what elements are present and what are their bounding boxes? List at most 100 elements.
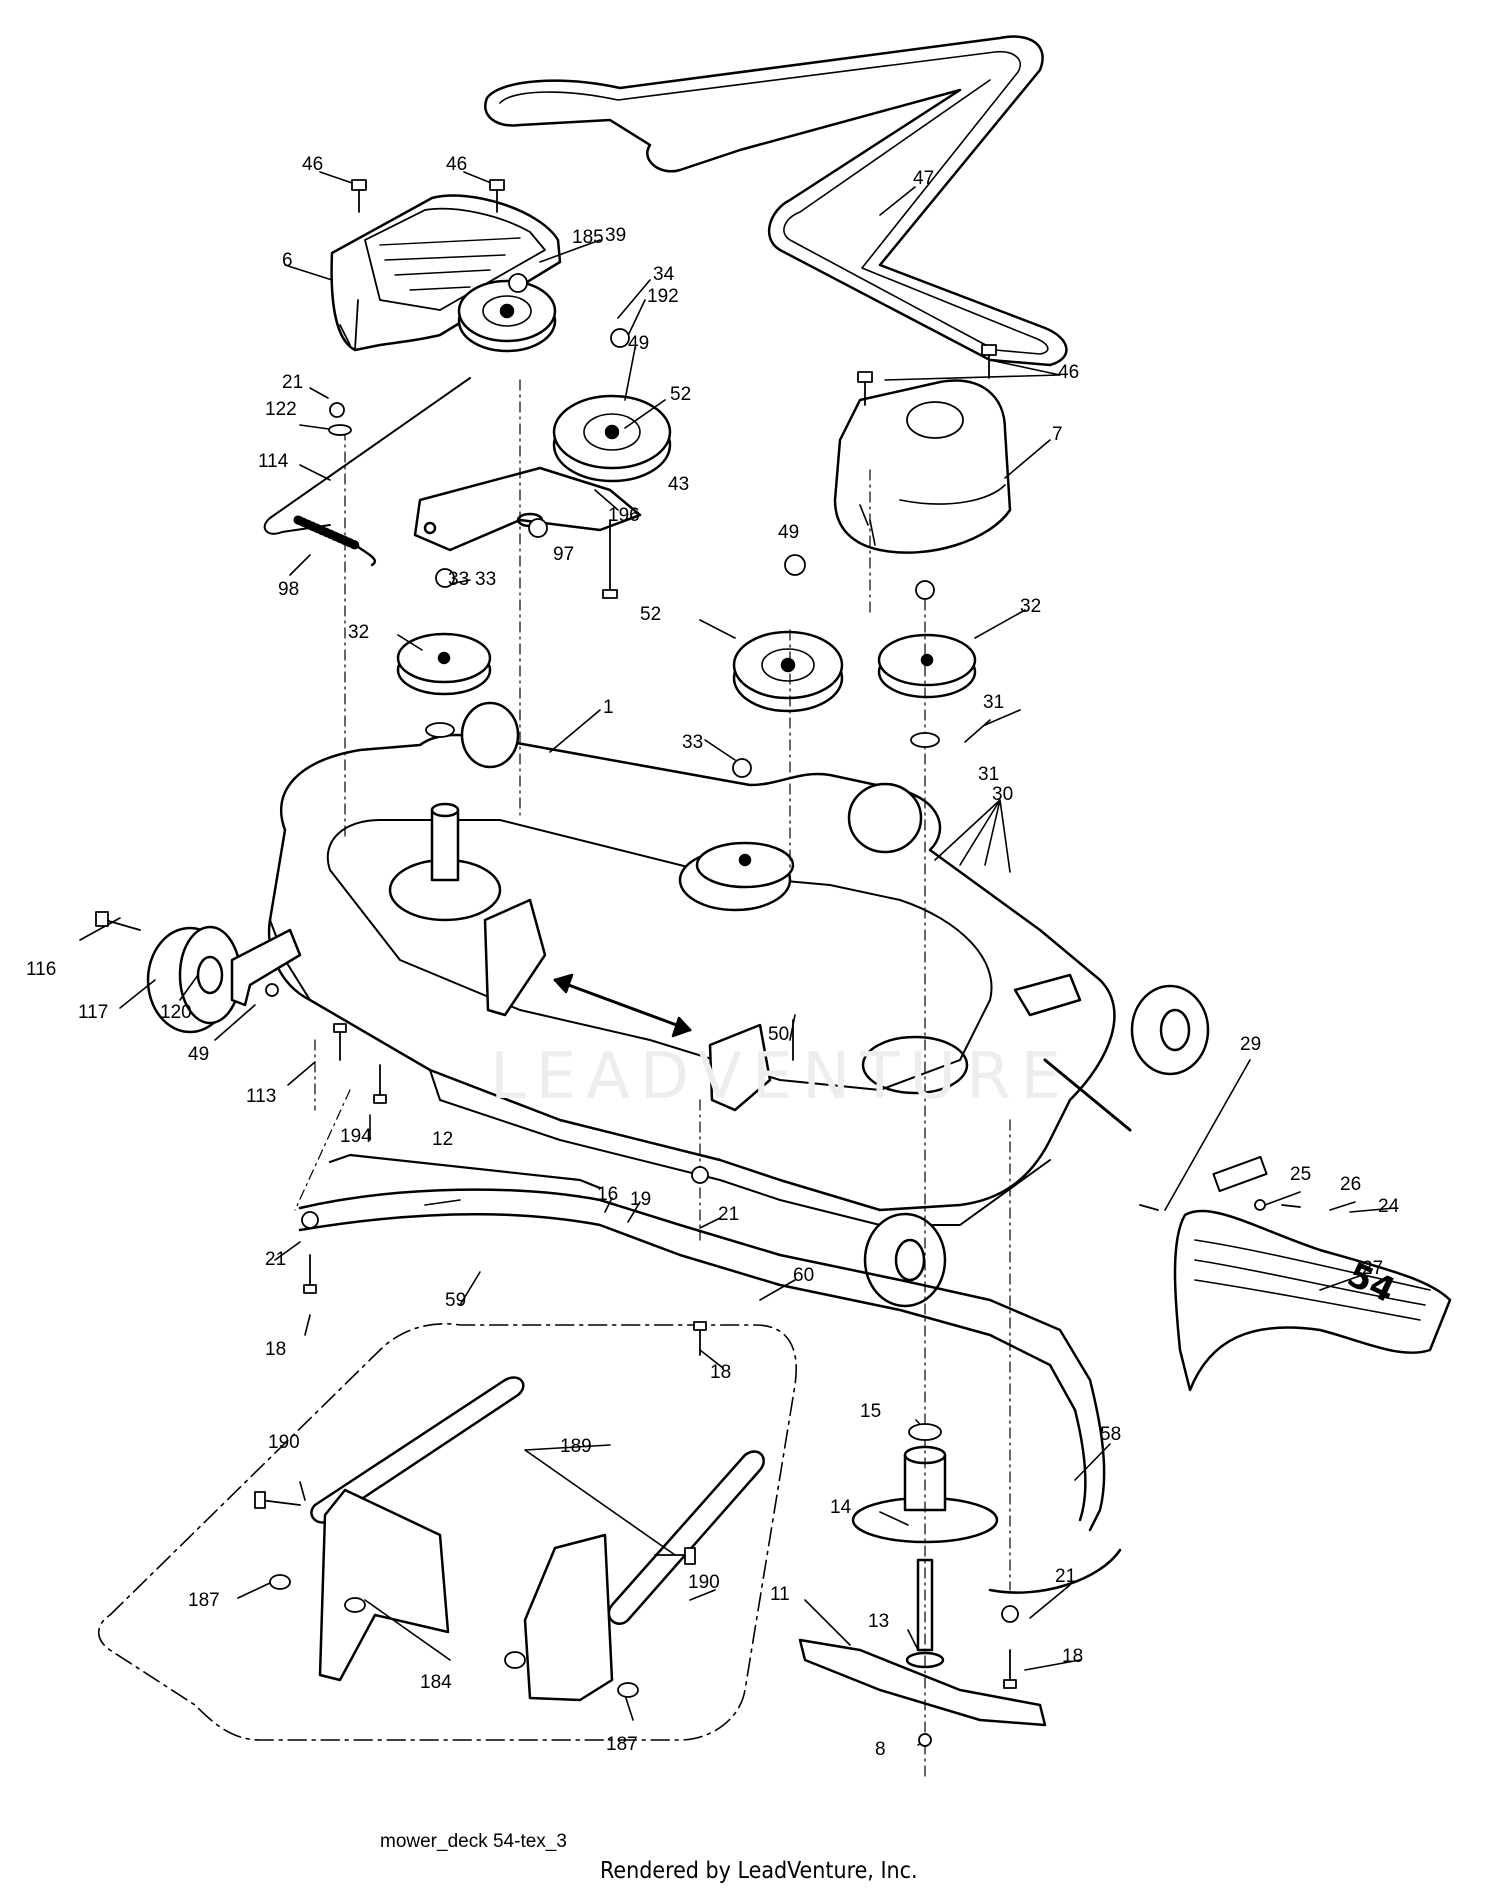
part-label-120: 120 bbox=[160, 1002, 192, 1023]
part-label-190: 190 bbox=[688, 1572, 720, 1593]
part-label-19: 19 bbox=[630, 1189, 651, 1210]
part-label-98: 98 bbox=[278, 579, 299, 600]
part-label-122: 122 bbox=[265, 399, 297, 420]
gauge-wheel-left bbox=[146, 925, 242, 1034]
part-label-59: 59 bbox=[445, 1290, 466, 1311]
lift-arm-right bbox=[607, 1450, 765, 1625]
part-label-18: 18 bbox=[710, 1362, 731, 1383]
lift-arm-left bbox=[310, 1376, 525, 1524]
part-label-27: 27 bbox=[1362, 1258, 1383, 1279]
part-label-33: 33 bbox=[475, 569, 496, 590]
mower-deck-housing bbox=[267, 733, 1116, 1226]
part-label-11: 11 bbox=[770, 1584, 790, 1605]
part-label-52: 52 bbox=[640, 604, 661, 625]
part-label-16: 16 bbox=[597, 1184, 618, 1205]
part-label-46: 46 bbox=[446, 154, 467, 175]
part-label-31: 31 bbox=[978, 764, 999, 785]
part-label-97: 97 bbox=[553, 544, 574, 565]
part-label-190: 190 bbox=[268, 1432, 300, 1453]
part-label-1: 1 bbox=[603, 697, 614, 718]
part-label-60: 60 bbox=[793, 1265, 814, 1286]
drive-belt bbox=[484, 35, 1068, 367]
part-label-184: 184 bbox=[420, 1672, 452, 1693]
watermark: LEADVENTURE bbox=[490, 1040, 1071, 1114]
part-label-32: 32 bbox=[1020, 596, 1041, 617]
part-label-50: 50 bbox=[768, 1024, 789, 1045]
part-label-24: 24 bbox=[1378, 1196, 1400, 1217]
part-label-192: 192 bbox=[647, 286, 679, 307]
deck-spindle-center bbox=[678, 841, 795, 912]
part-label-25: 25 bbox=[1290, 1164, 1311, 1185]
gauge-wheel-front bbox=[863, 1212, 947, 1308]
lift-plate-right bbox=[523, 1533, 614, 1702]
idler-pulley-middle bbox=[552, 394, 672, 483]
lift-rod bbox=[328, 1153, 602, 1190]
gauge-wheel-rear-right bbox=[847, 782, 923, 854]
spindle-pulley-left bbox=[396, 632, 492, 696]
part-label-12: 12 bbox=[432, 1129, 453, 1150]
part-label-185: 185 bbox=[572, 227, 604, 248]
wheel-bracket-left bbox=[230, 928, 302, 1007]
part-label-187: 187 bbox=[606, 1734, 638, 1755]
part-label-21: 21 bbox=[265, 1249, 286, 1270]
part-label-18: 18 bbox=[1062, 1646, 1083, 1667]
part-label-52: 52 bbox=[670, 384, 691, 405]
spindle-pulley-right bbox=[877, 633, 977, 699]
part-label-31: 31 bbox=[983, 692, 1004, 713]
part-label-32: 32 bbox=[348, 622, 369, 643]
adjustment-arrow bbox=[553, 973, 692, 1038]
part-label-43: 43 bbox=[668, 474, 689, 495]
part-label-21: 21 bbox=[282, 372, 303, 393]
lift-kit-enclosure bbox=[97, 1322, 797, 1741]
left-pulley-cover bbox=[330, 194, 562, 352]
part-label-49: 49 bbox=[628, 333, 649, 354]
credit-text: Rendered by LeadVenture, Inc. bbox=[600, 1858, 918, 1884]
part-label-117: 117 bbox=[78, 1002, 108, 1023]
part-label-46: 46 bbox=[1058, 362, 1079, 383]
deck-lift-bracket-right bbox=[708, 1023, 772, 1112]
part-label-114: 114 bbox=[258, 451, 289, 472]
part-label-26: 26 bbox=[1340, 1174, 1361, 1195]
part-label-113: 113 bbox=[246, 1086, 276, 1107]
part-label-187: 187 bbox=[188, 1590, 220, 1611]
part-label-14: 14 bbox=[830, 1497, 852, 1518]
right-pulley-cover bbox=[833, 379, 1012, 554]
part-label-21: 21 bbox=[1055, 1566, 1076, 1587]
part-label-8: 8 bbox=[875, 1739, 886, 1760]
part-label-30: 30 bbox=[992, 784, 1013, 805]
idler-pulley-right bbox=[732, 630, 844, 713]
discharge-chute bbox=[1173, 1155, 1452, 1392]
part-label-58: 58 bbox=[1100, 1424, 1121, 1445]
part-label-39: 39 bbox=[605, 225, 626, 246]
part-label-18: 18 bbox=[265, 1339, 286, 1360]
mower-blade bbox=[798, 1638, 1047, 1727]
deck-lift-bracket-left bbox=[483, 898, 547, 1017]
part-label-29: 29 bbox=[1240, 1034, 1261, 1055]
part-label-34: 34 bbox=[653, 264, 675, 285]
part-label-13: 13 bbox=[868, 1611, 889, 1632]
part-label-33: 33 bbox=[448, 569, 469, 590]
part-label-49: 49 bbox=[778, 522, 799, 543]
part-label-7: 7 bbox=[1052, 424, 1063, 445]
gauge-wheel-rear-left bbox=[460, 701, 520, 769]
part-label-196: 196 bbox=[608, 505, 640, 526]
part-label-15: 15 bbox=[860, 1401, 881, 1422]
part-label-21: 21 bbox=[718, 1204, 739, 1225]
part-label-33: 33 bbox=[682, 732, 703, 753]
wheel-bracket-right bbox=[1013, 973, 1082, 1017]
part-label-6: 6 bbox=[282, 250, 293, 271]
part-label-49: 49 bbox=[188, 1044, 209, 1065]
drawing-name: mower_deck 54-tex_3 bbox=[380, 1831, 567, 1852]
tension-spring bbox=[293, 515, 377, 567]
part-label-189: 189 bbox=[560, 1436, 592, 1457]
part-label-46: 46 bbox=[302, 154, 323, 175]
idler-rod bbox=[269, 377, 471, 519]
part-label-194: 194 bbox=[340, 1126, 372, 1147]
part-label-47: 47 bbox=[913, 168, 934, 189]
idler-pulley-upper bbox=[457, 279, 557, 353]
gauge-wheel-right bbox=[1130, 984, 1210, 1076]
part-label-116: 116 bbox=[26, 959, 56, 980]
lift-plate-left bbox=[318, 1488, 450, 1682]
